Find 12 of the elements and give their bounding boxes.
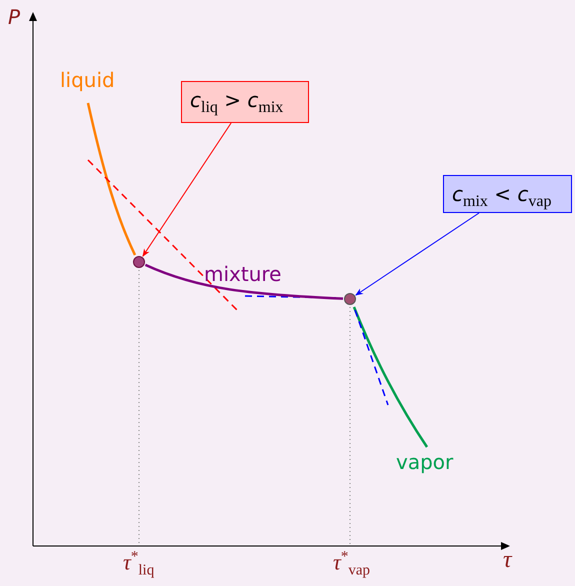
point-marker xyxy=(133,256,145,268)
curve-label: liquid xyxy=(60,70,115,90)
mixture-curve xyxy=(144,264,344,300)
callout-box: c$_{mix}$ < c$_{vap}$ xyxy=(443,175,572,213)
curve-label: mixture xyxy=(204,264,282,284)
callout-box: c$_{liq}$ > c$_{mix}$ xyxy=(181,81,309,123)
curve-label: vapor xyxy=(396,452,454,472)
arrow xyxy=(355,212,480,296)
point-marker xyxy=(344,293,356,305)
arrow xyxy=(142,122,232,257)
axis-label: P xyxy=(8,7,20,27)
axis-label: τ xyxy=(503,548,512,572)
